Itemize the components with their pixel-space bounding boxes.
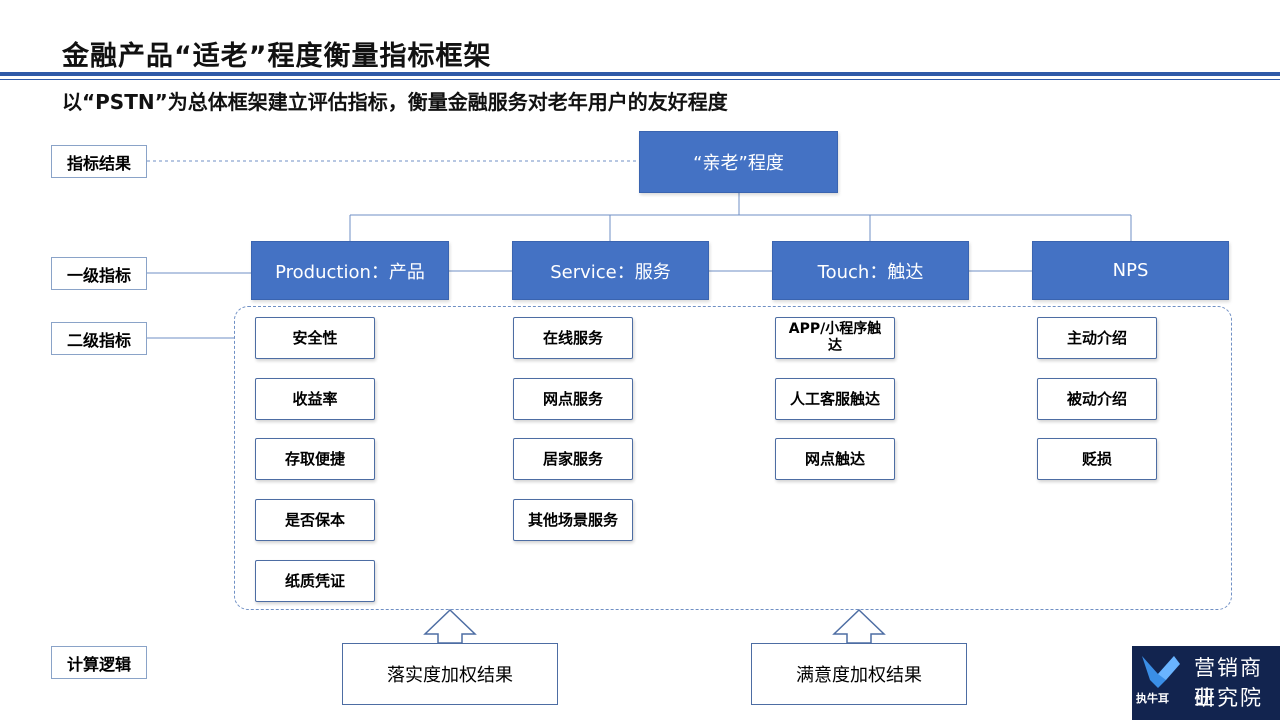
calc-box-implementation: 落实度加权结果 [342,643,558,705]
first-level-production: Production：产品 [251,241,449,300]
first-level-service: Service：服务 [512,241,709,300]
level-label-first: 一级指标 [51,257,147,290]
item-production-voucher: 纸质凭证 [255,560,375,602]
brand-logo: 执牛耳 营销商业 研究院 [1132,646,1280,720]
second-level-frame [234,306,1232,610]
item-production-access: 存取便捷 [255,438,375,480]
brand-logo-mark-icon [1142,656,1180,688]
level-label-calc: 计算逻辑 [51,646,147,679]
item-production-yield: 收益率 [255,378,375,420]
top-node: “亲老”程度 [639,131,838,193]
item-service-branch: 网点服务 [513,378,633,420]
item-service-online: 在线服务 [513,317,633,359]
level-label-result: 指标结果 [51,145,147,178]
item-touch-branch: 网点触达 [775,438,895,480]
page-title: 金融产品“适老”程度衡量指标框架 [62,41,492,72]
level-label-second: 二级指标 [51,322,147,355]
item-service-other: 其他场景服务 [513,499,633,541]
brand-logo-line1: 营销商业 [1194,656,1263,710]
first-level-nps: NPS [1032,241,1229,300]
item-production-safety: 安全性 [255,317,375,359]
title-divider [0,72,1280,76]
item-production-principal: 是否保本 [255,499,375,541]
item-nps-detractor: 贬损 [1037,438,1157,480]
first-level-touch: Touch：触达 [772,241,969,300]
brand-logo-line2: 研究院 [1194,686,1263,710]
page-subtitle: 以“PSTN”为总体框架建立评估指标，衡量金融服务对老年用户的友好程度 [62,90,728,114]
item-service-home: 居家服务 [513,438,633,480]
item-nps-passive: 被动介绍 [1037,378,1157,420]
item-touch-agent: 人工客服触达 [775,378,895,420]
calc-box-satisfaction: 满意度加权结果 [751,643,967,705]
title-divider-thin [0,79,1280,80]
item-nps-active: 主动介绍 [1037,317,1157,359]
brand-logo-name: 执牛耳 [1136,692,1169,705]
item-touch-app: APP/小程序触达 [775,317,895,359]
